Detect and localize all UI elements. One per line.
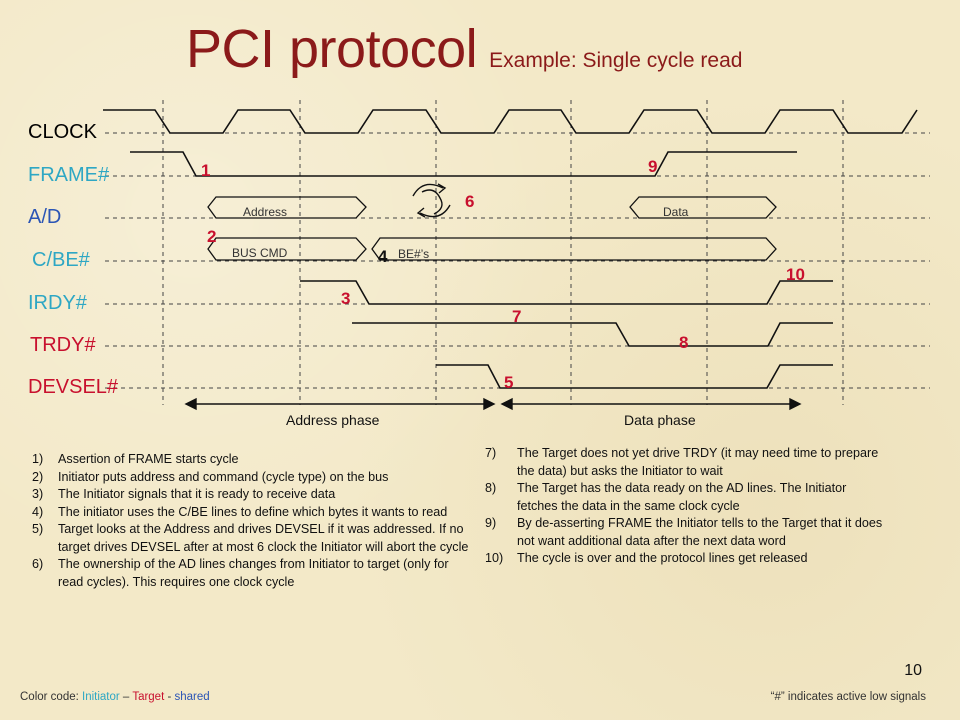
ad-data-bus	[629, 196, 777, 219]
ad-data-label: Data	[663, 205, 689, 219]
cbe-buscmd-label: BUS CMD	[232, 246, 288, 260]
marker-10: 10	[786, 265, 805, 284]
marker-6: 6	[465, 192, 474, 211]
trdy-waveform	[352, 322, 833, 347]
clock-gridlines	[162, 100, 844, 405]
marker-8: 8	[679, 333, 688, 352]
note-item: 9)By de-asserting FRAME the Initiator te…	[485, 516, 883, 548]
page-number: 10	[904, 662, 922, 679]
note-item: 1)Assertion of FRAME starts cycle	[32, 452, 239, 466]
active-low-note: “#” indicates active low signals	[770, 691, 926, 703]
signal-label-clock: CLOCK	[28, 121, 98, 143]
marker-9: 9	[648, 157, 657, 176]
signal-label-ad: A/D	[28, 206, 61, 228]
cbe-buscmd-bus	[207, 237, 367, 261]
note-item: 5)Target looks at the Address and drives…	[32, 522, 469, 554]
devsel-waveform	[436, 364, 833, 389]
data-phase-arrow	[500, 397, 802, 411]
ad-address-bus	[207, 196, 367, 219]
note-item: 2)Initiator puts address and command (cy…	[32, 469, 389, 484]
notes-right: 7)The Target does not yet drive TRDY (it…	[485, 445, 885, 568]
signal-label-frame: FRAME#	[28, 164, 110, 186]
turnaround-icon	[412, 183, 451, 218]
page-title: PCI protocol	[186, 19, 478, 79]
marker-7: 7	[512, 307, 521, 326]
color-code-legend: Color code: Initiator – Target - shared	[20, 691, 210, 703]
marker-2: 2	[207, 227, 216, 246]
marker-1: 1	[201, 161, 210, 180]
page-subtitle: Example: Single cycle read	[489, 49, 743, 72]
irdy-waveform	[300, 280, 833, 305]
signal-label-irdy: IRDY#	[28, 292, 88, 314]
signal-label-devsel: DEVSEL#	[28, 376, 119, 398]
frame-waveform	[130, 151, 797, 177]
marker-4: 4	[378, 247, 388, 266]
cbe-bes-bus	[371, 237, 777, 261]
note-item: 8)The Target has the data ready on the A…	[485, 481, 847, 513]
signal-label-cbe: C/BE#	[32, 249, 91, 271]
note-item: 7)The Target does not yet drive TRDY (it…	[485, 446, 879, 478]
legend-shared: shared	[174, 691, 210, 703]
notes-left: 1)Assertion of FRAME starts cycle 2)Init…	[32, 451, 472, 591]
address-phase-arrow	[184, 397, 496, 411]
note-item: 6)The ownership of the AD lines changes …	[32, 557, 449, 589]
cbe-bes-label: BE#’s	[398, 247, 429, 261]
note-item: 10)The cycle is over and the protocol li…	[485, 551, 808, 565]
address-phase-label: Address phase	[286, 412, 380, 428]
marker-3: 3	[341, 289, 350, 308]
signal-label-trdy: TRDY#	[30, 334, 96, 356]
legend-initiator: Initiator	[82, 691, 120, 703]
note-item: 4)The initiator uses the C/BE lines to d…	[32, 504, 448, 519]
ad-address-label: Address	[243, 205, 287, 219]
legend-target: Target	[132, 691, 165, 703]
clock-waveform	[103, 109, 918, 134]
note-item: 3)The Initiator signals that it is ready…	[32, 487, 336, 501]
data-phase-label: Data phase	[624, 412, 696, 428]
marker-5: 5	[504, 373, 513, 392]
